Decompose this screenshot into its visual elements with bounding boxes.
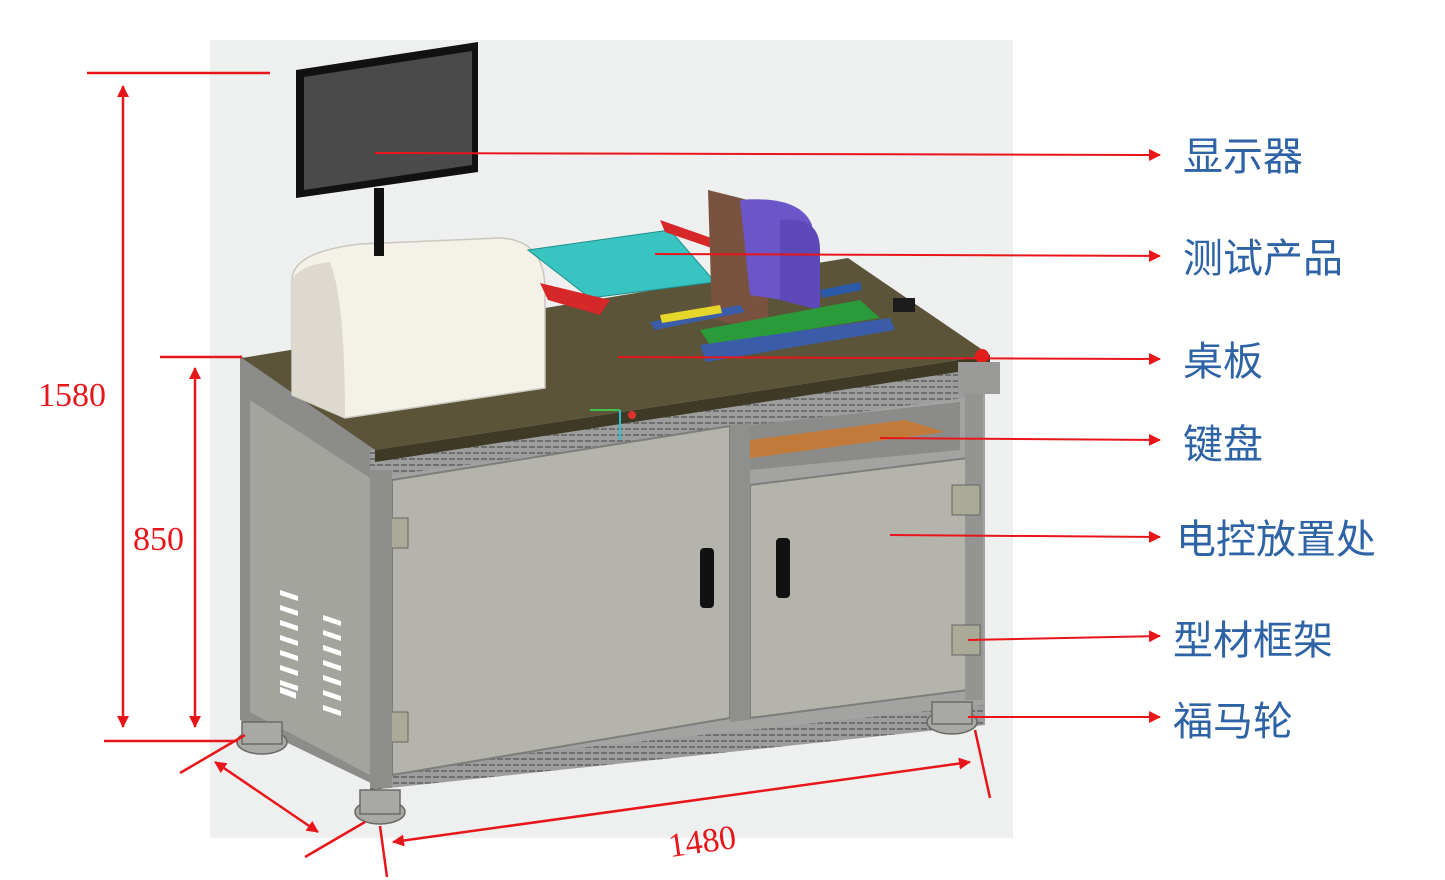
callout-label-fuma-wheel: 福马轮 (1173, 699, 1293, 745)
left-door[interactable] (391, 424, 731, 777)
right-door-handle[interactable] (776, 538, 790, 598)
keyboard (750, 420, 945, 458)
vent-slots (280, 686, 296, 699)
callout-leaders (374, 148, 1161, 723)
dimension-lines (87, 71, 992, 878)
roller-housing (291, 237, 546, 419)
callout-label-electrical-control: 电控放置处 (1176, 517, 1376, 563)
side-vents (280, 590, 341, 716)
emergency-stop-button[interactable] (975, 349, 989, 363)
left-door-handle[interactable] (700, 548, 714, 608)
top-rail (370, 365, 985, 478)
dimension-total-height: 1580 (38, 377, 106, 414)
callout-label-test-product: 测试产品 (1183, 236, 1343, 282)
callout-label-monitor: 显示器 (1183, 134, 1303, 180)
dimension-table-height: 850 (133, 521, 184, 558)
test-fixture (540, 190, 915, 362)
monitor (296, 42, 478, 256)
cabinet (240, 355, 985, 790)
callout-label-profile-frame: 型材框架 (1173, 618, 1333, 664)
axis-gizmo (590, 409, 636, 440)
callout-label-tabletop: 桌板 (1183, 339, 1263, 385)
callout-label-keyboard: 键盘 (1183, 422, 1263, 468)
